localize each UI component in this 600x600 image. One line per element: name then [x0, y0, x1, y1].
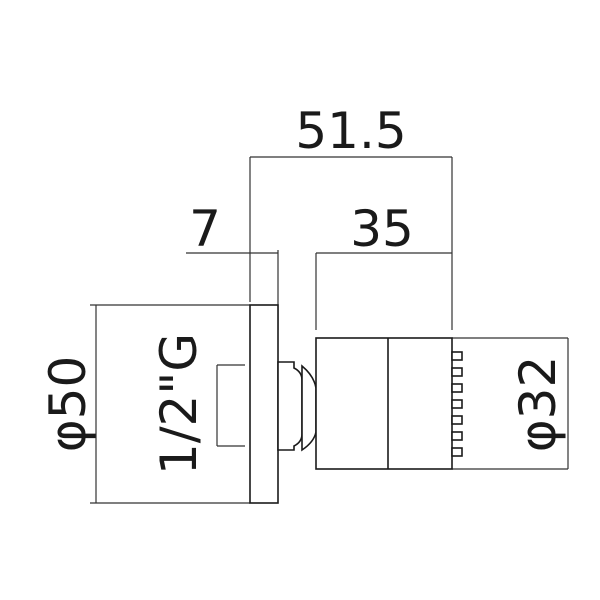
- plate-diameter-label: φ50: [39, 356, 97, 453]
- nozzle: [451, 399, 463, 409]
- thread-label: 1/2"G: [150, 333, 208, 475]
- nozzle: [451, 351, 463, 361]
- dimension-lines: [90, 156, 569, 504]
- head-diameter-label: φ32: [509, 356, 567, 453]
- overall-length-label: 51.5: [295, 102, 406, 160]
- plate-thickness-label: 7: [189, 200, 221, 258]
- head-length-label: 35: [350, 200, 414, 258]
- nozzle: [451, 415, 463, 425]
- shower-head-body: [249, 304, 463, 504]
- nozzle: [451, 447, 463, 457]
- nozzle: [451, 431, 463, 441]
- head-body: [315, 337, 453, 470]
- nozzle: [451, 367, 463, 377]
- wall-plate: [249, 304, 279, 504]
- nozzle: [451, 383, 463, 393]
- spray-nozzles: [451, 351, 463, 457]
- ball-joint: [277, 361, 303, 451]
- swivel-collar: [301, 364, 317, 452]
